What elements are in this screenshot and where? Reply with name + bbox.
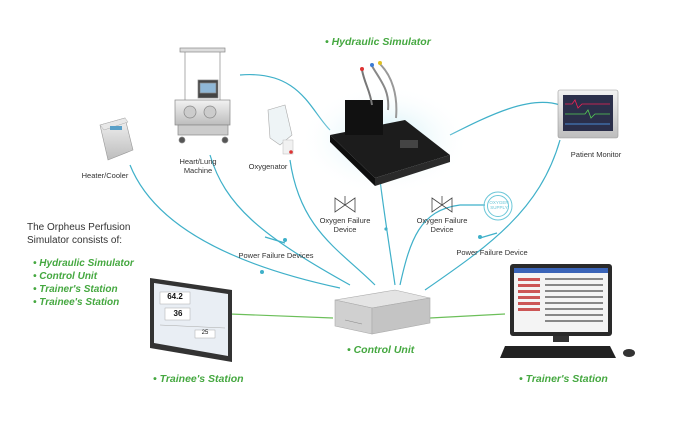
station-lines xyxy=(229,313,506,319)
trainer-station-title: • Trainer's Station xyxy=(519,373,608,385)
list-item: • Trainee's Station xyxy=(33,297,120,308)
oxygen-failure-label-2: Oxygen Failure Device xyxy=(416,216,468,234)
hydraulic-simulator-title: • Hydraulic Simulator xyxy=(325,36,431,48)
intro-text: The Orpheus Perfusion Simulator consists… xyxy=(27,222,131,246)
heart-lung-machine-image xyxy=(174,47,231,144)
control-unit-image xyxy=(334,289,431,335)
hydraulic-simulator-image xyxy=(300,61,470,195)
list-item: • Control Unit xyxy=(33,271,98,282)
power-failure-device-label: Power Failure Device xyxy=(456,248,528,257)
oxygen-valve-icon-1 xyxy=(334,196,356,213)
trainee-station-title: • Trainee's Station xyxy=(153,373,244,385)
trainer-station-image xyxy=(500,264,635,358)
connection-lines xyxy=(129,74,561,291)
oxygenator-label: Oxygenator xyxy=(248,162,288,171)
patient-monitor-image xyxy=(557,89,619,139)
trainee-station-image xyxy=(150,278,232,362)
oxygen-valve-icon-2 xyxy=(431,196,453,213)
heater-cooler-label: Heater/Cooler xyxy=(81,171,129,180)
list-item: • Trainer's Station xyxy=(33,284,118,295)
patient-monitor-label: Patient Monitor xyxy=(570,150,622,159)
junction-dots xyxy=(260,227,482,274)
oxygen-supply-stamp xyxy=(483,191,513,221)
trainee-readout-2: 36 xyxy=(173,309,183,318)
component-list: • Hydraulic Simulator • Control Unit • T… xyxy=(33,257,134,309)
oxygen-failure-label-1: Oxygen Failure Device xyxy=(319,216,371,234)
trainee-readout-1: 64.2 xyxy=(167,292,183,301)
power-failure-devices-label: Power Failure Devices xyxy=(238,251,314,260)
trainee-readout-3: 25 xyxy=(201,330,209,336)
heater-cooler-image xyxy=(99,117,134,161)
oxygen-supply-label: OXYGEN SUPPLY xyxy=(489,200,509,210)
control-unit-title: • Control Unit xyxy=(347,344,415,356)
list-item: • Hydraulic Simulator xyxy=(33,258,134,269)
heart-lung-label: Heart/Lung Machine xyxy=(179,157,217,175)
oxygenator-image xyxy=(267,104,294,155)
